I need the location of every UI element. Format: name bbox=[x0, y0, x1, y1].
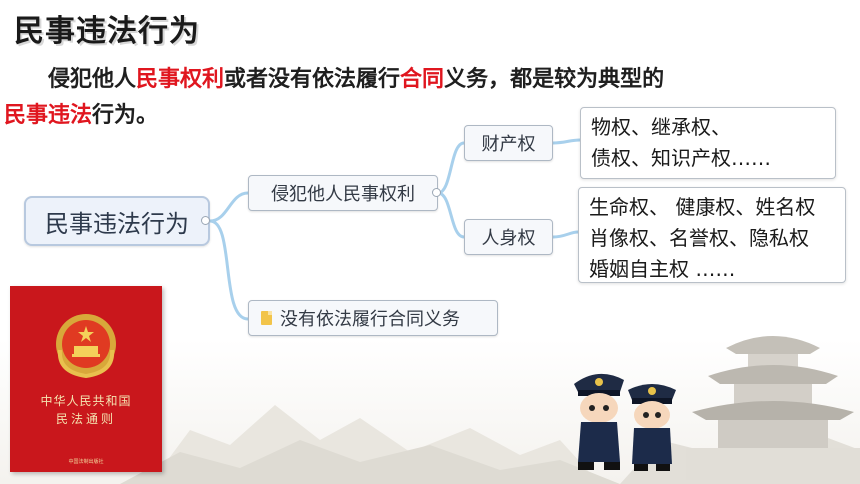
list-item: 债权、知识产权…… bbox=[591, 146, 771, 170]
intro-paragraph: 侵犯他人民事权利或者没有依法履行合同义务，都是较为典型的民事违法行为。 bbox=[4, 62, 834, 134]
police-cartoon-illustration bbox=[574, 373, 676, 471]
collapse-toggle-icon[interactable] bbox=[201, 216, 210, 225]
intro-highlight-contract: 合同 bbox=[400, 67, 445, 92]
collapse-toggle-icon[interactable] bbox=[432, 188, 441, 197]
mindmap-node-label: 没有依法履行合同义务 bbox=[280, 309, 460, 330]
pagoda-illustration bbox=[686, 336, 860, 480]
book-title-line1: 中华人民共和国 bbox=[40, 394, 132, 408]
intro-highlight-civil-rights: 民事权利 bbox=[136, 67, 225, 92]
intro-text: 侵犯他人 bbox=[48, 67, 137, 92]
mindmap-node-infringe-rights[interactable]: 侵犯他人民事权利 bbox=[248, 175, 438, 211]
intro-highlight-civil-violation: 民事违法 bbox=[4, 103, 93, 128]
property-rights-list[interactable]: 物权、继承权、 债权、知识产权…… bbox=[580, 107, 836, 179]
book-publisher: 中国法制出版社 bbox=[68, 459, 104, 465]
note-icon bbox=[261, 311, 272, 325]
list-item: 生命权、 健康权、姓名权 bbox=[589, 195, 816, 219]
list-item: 肖像权、名誉权、隐私权 bbox=[589, 226, 809, 250]
mindmap-node-contract-obligation[interactable]: 没有依法履行合同义务 bbox=[248, 300, 498, 336]
page-title: 民事违法行为 bbox=[14, 14, 200, 49]
mindmap-node-personal-rights[interactable]: 人身权 bbox=[464, 219, 553, 255]
mindmap-node-property-rights[interactable]: 财产权 bbox=[464, 125, 553, 161]
national-emblem-icon bbox=[56, 314, 116, 379]
intro-text: 义务，都是较为典型的 bbox=[444, 67, 665, 92]
list-item: 物权、继承权、 bbox=[591, 115, 731, 139]
intro-text: 或者没有依法履行 bbox=[224, 67, 401, 92]
list-item: 婚姻自主权 …… bbox=[589, 257, 736, 281]
intro-text: 行为。 bbox=[92, 103, 159, 128]
civil-law-book-image: 中华人民共和国 民法通则 中国法制出版社 bbox=[10, 286, 162, 472]
mindmap-root-node[interactable]: 民事违法行为 bbox=[24, 196, 210, 246]
personal-rights-list[interactable]: 生命权、 健康权、姓名权 肖像权、名誉权、隐私权 婚姻自主权 …… bbox=[578, 187, 846, 283]
book-title-line2: 民法通则 bbox=[55, 412, 116, 426]
